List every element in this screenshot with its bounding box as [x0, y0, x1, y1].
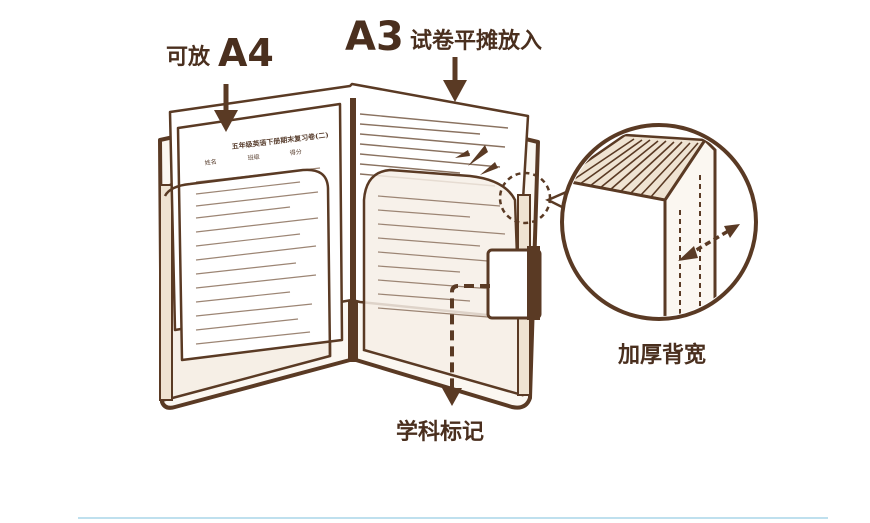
- label-subject-tab: 学科标记: [396, 419, 484, 445]
- a4-arrow: [214, 84, 238, 132]
- spine-width-arrow: [678, 224, 740, 261]
- left-edge-strip: [159, 184, 173, 401]
- label-a3-size: A3: [345, 14, 404, 60]
- subject-tab: [486, 246, 542, 320]
- a4-sheet: 五年级英语下册期末复习卷(二) 姓名 班级 得分: [176, 102, 344, 362]
- a4-sheet-paper: [176, 102, 344, 362]
- right-pocket-lines: [377, 195, 506, 319]
- tab-dashed-path: [450, 284, 490, 390]
- label-spine-width: 加厚背宽: [617, 342, 706, 368]
- label-a4-size: A4: [218, 31, 274, 75]
- bottom-divider: [78, 517, 828, 519]
- label-a3-suffix: 试卷平摊放入: [410, 28, 542, 54]
- a3-arrow: [443, 57, 467, 102]
- exam-class-field: 班级: [247, 153, 260, 162]
- exam-name-field: 姓名: [204, 158, 217, 167]
- spark-icon: [455, 145, 498, 175]
- exam-score-field: 得分: [289, 148, 302, 157]
- spine-strip: [350, 98, 356, 362]
- tab-dashed-arrow-head: [442, 388, 462, 406]
- left-pocket-lip: [163, 168, 332, 357]
- label-a4-prefix: 可放: [166, 44, 211, 70]
